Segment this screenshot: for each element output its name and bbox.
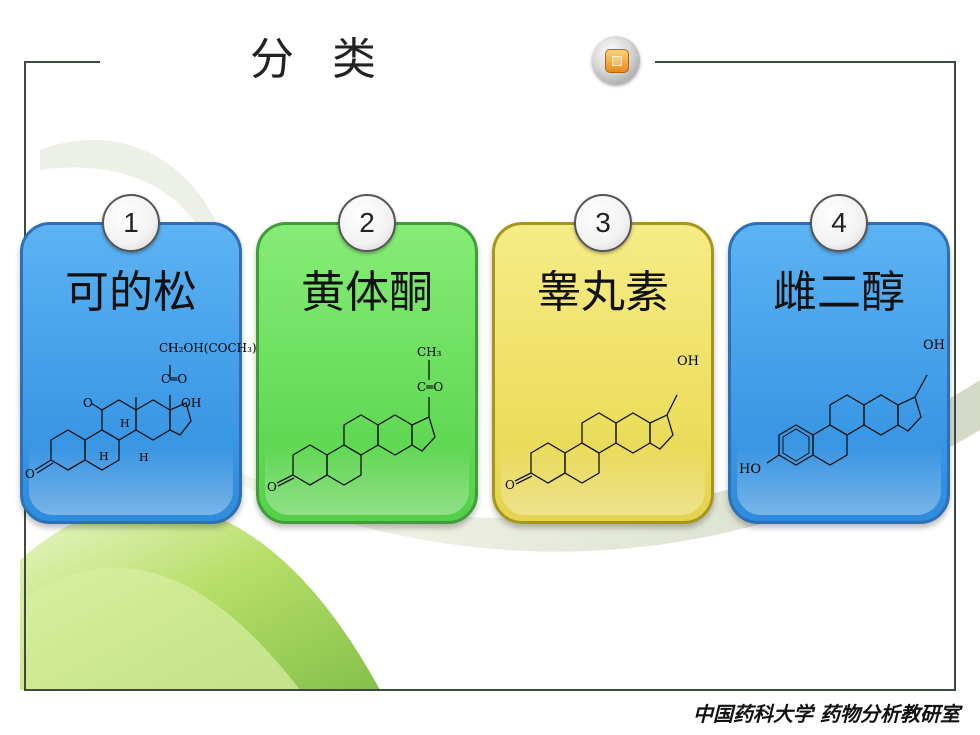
label-oxo: O (83, 396, 93, 410)
structure-diagram: CH₂OH(COCH₃) C═O OH O H H H O (25, 341, 257, 481)
label-ketone: O (505, 478, 515, 492)
card-cortisone: 可的松 CH₂OH(COCH₃) C═O OH O H (20, 222, 257, 524)
label-hydroxyl: OH (677, 354, 699, 369)
badge-3: 3 (574, 194, 632, 252)
card-name: 可的松 (65, 267, 197, 318)
card-progesterone: 黄体酮 CH₃ C═O O (256, 222, 478, 524)
label-carbonyl: C═O (417, 380, 443, 394)
label-sidechain: CH₂OH(COCH₃) (159, 341, 257, 355)
orb-square-icon (592, 36, 640, 84)
label-ketone: O (25, 467, 35, 481)
slide-title: 分 类 (250, 34, 388, 85)
badge-4: 4 (810, 194, 868, 252)
structure-diagram: CH₃ C═O O (267, 345, 443, 494)
footer-text: 中国药科大学 药物分析教研室 (693, 702, 960, 726)
card-name: 黄体酮 (301, 267, 433, 318)
label-ketone: O (267, 480, 277, 494)
card-name: 雌二醇 (773, 267, 905, 318)
card-testosterone: 睾丸素 OH O (492, 222, 714, 524)
label-h: H (139, 451, 149, 464)
label-h: H (99, 450, 109, 463)
card-name: 睾丸素 (537, 267, 669, 318)
label-phenol: HO (739, 462, 761, 477)
label-h: H (120, 417, 130, 430)
structure-diagram: OH HO (739, 338, 945, 477)
label-hydroxyl: OH (923, 338, 945, 353)
label-methyl: CH₃ (417, 345, 442, 359)
label-hydroxyl: OH (181, 396, 201, 410)
structure-diagram: OH O (505, 354, 699, 492)
badge-1: 1 (102, 194, 160, 252)
card-estradiol: 雌二醇 OH HO (728, 222, 950, 524)
label-carbonyl: C═O (161, 372, 187, 386)
badge-2: 2 (338, 194, 396, 252)
